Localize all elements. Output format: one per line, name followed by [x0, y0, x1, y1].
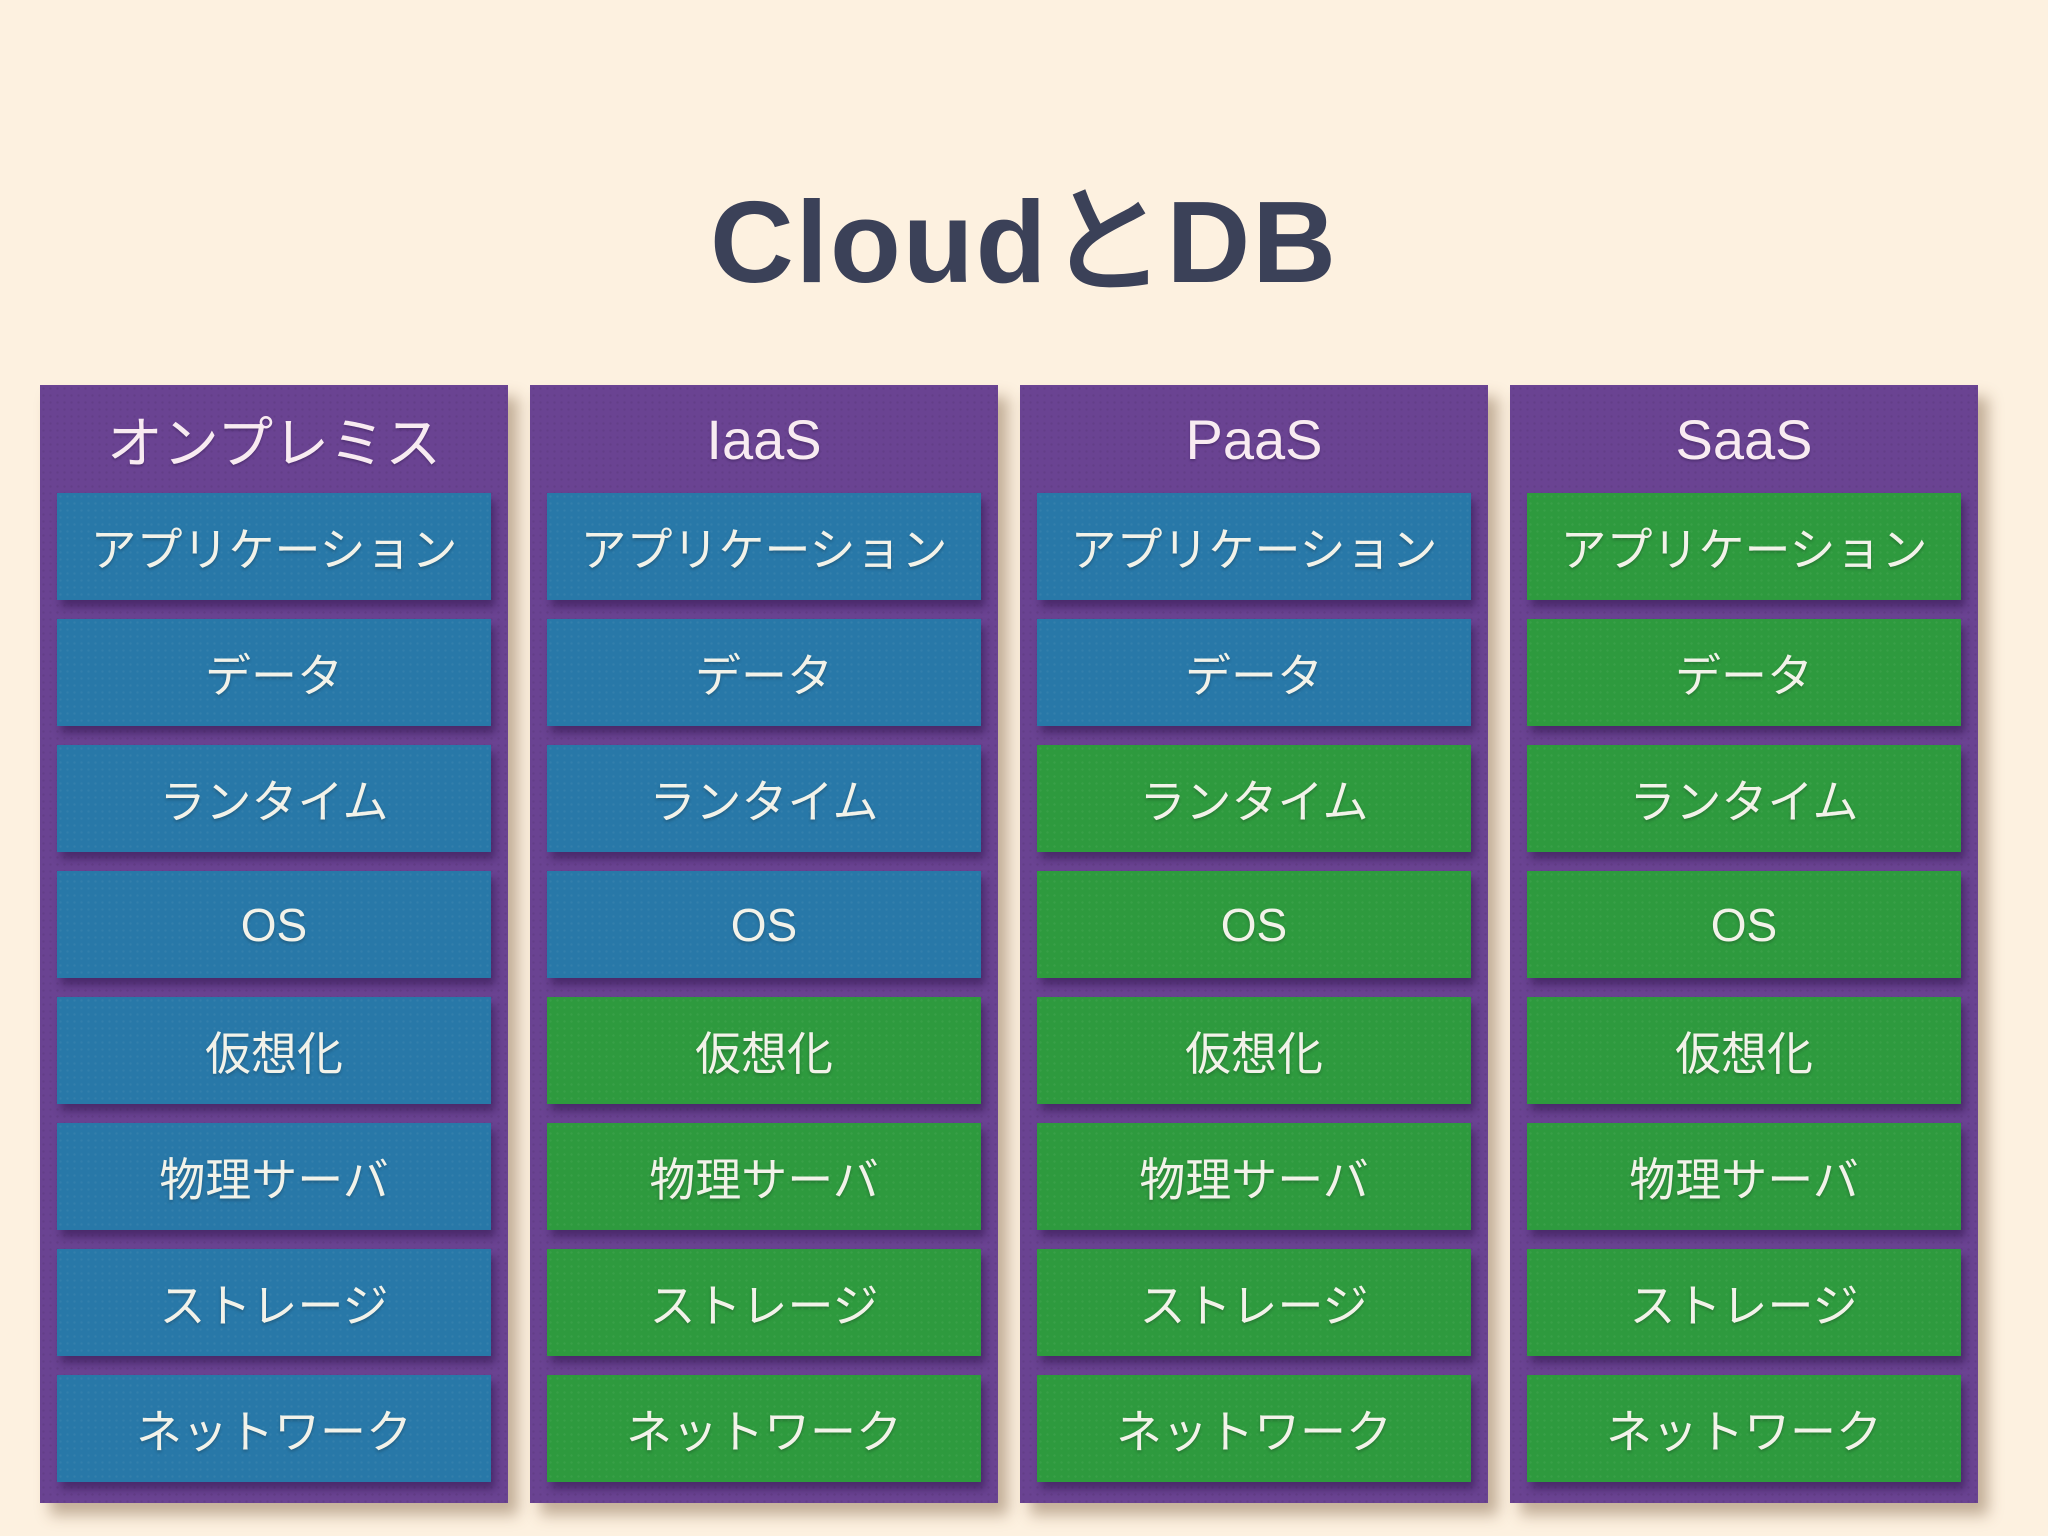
stack-diagram: オンプレミス アプリケーション データ ランタイム OS 仮想化 物理サーバ ス…	[40, 385, 1978, 1503]
layer-cell-label: データ	[695, 649, 833, 702]
layer-list: アプリケーション データ ランタイム OS 仮想化 物理サーバ ストレージ ネッ…	[1037, 493, 1471, 1482]
layer-cell-label: アプリケーション	[580, 523, 948, 576]
layer-cell-label: 仮想化	[1185, 1027, 1323, 1080]
layer-cell: アプリケーション	[1527, 493, 1961, 600]
layer-cell-label: ストレージ	[159, 1279, 389, 1332]
layer-cell: ランタイム	[57, 745, 491, 852]
layer-cell: 仮想化	[57, 997, 491, 1104]
layer-cell: ランタイム	[547, 745, 981, 852]
layer-cell: OS	[1037, 871, 1471, 978]
layer-cell: 仮想化	[1037, 997, 1471, 1104]
layer-cell-label: ネットワーク	[626, 1405, 902, 1458]
layer-cell: 物理サーバ	[57, 1123, 491, 1230]
layer-cell-label: ランタイム	[649, 775, 879, 828]
layer-cell-label: アプリケーション	[1560, 523, 1928, 576]
layer-cell: 仮想化	[547, 997, 981, 1104]
layer-cell-label: 仮想化	[1675, 1027, 1813, 1080]
column-header: PaaS	[1185, 407, 1323, 471]
layer-cell-label: 仮想化	[695, 1027, 833, 1080]
layer-cell: データ	[547, 619, 981, 726]
column-saas: SaaS アプリケーション データ ランタイム OS 仮想化 物理サーバ ストレ…	[1510, 385, 1978, 1503]
layer-cell-label: データ	[205, 649, 343, 702]
layer-cell-label: OS	[730, 898, 798, 951]
layer-cell-label: ランタイム	[159, 775, 389, 828]
layer-cell: OS	[57, 871, 491, 978]
layer-cell-label: 物理サーバ	[1629, 1153, 1859, 1206]
layer-cell: ランタイム	[1037, 745, 1471, 852]
layer-cell-label: 物理サーバ	[649, 1153, 879, 1206]
layer-cell: ストレージ	[547, 1249, 981, 1356]
layer-cell: ストレージ	[1037, 1249, 1471, 1356]
layer-cell-label: ストレージ	[1139, 1279, 1369, 1332]
layer-list: アプリケーション データ ランタイム OS 仮想化 物理サーバ ストレージ ネッ…	[1527, 493, 1961, 1482]
layer-cell-label: OS	[240, 898, 308, 951]
layer-cell-label: OS	[1710, 898, 1778, 951]
layer-cell-label: ネットワーク	[136, 1405, 412, 1458]
layer-cell: アプリケーション	[1037, 493, 1471, 600]
page-title: CloudとDB	[709, 177, 1339, 307]
layer-cell: ストレージ	[1527, 1249, 1961, 1356]
column-on-premises: オンプレミス アプリケーション データ ランタイム OS 仮想化 物理サーバ ス…	[40, 385, 508, 1503]
layer-cell: 物理サーバ	[547, 1123, 981, 1230]
layer-cell-label: OS	[1220, 898, 1288, 951]
layer-cell-label: ランタイム	[1139, 775, 1369, 828]
layer-cell-label: ストレージ	[649, 1279, 879, 1332]
layer-cell: ネットワーク	[547, 1375, 981, 1482]
layer-cell-label: アプリケーション	[90, 523, 458, 576]
layer-cell: データ	[1527, 619, 1961, 726]
column-header: オンプレミス	[106, 411, 442, 475]
layer-cell-label: 物理サーバ	[1139, 1153, 1369, 1206]
layer-cell: アプリケーション	[57, 493, 491, 600]
layer-cell-label: ネットワーク	[1116, 1405, 1392, 1458]
layer-cell: 物理サーバ	[1037, 1123, 1471, 1230]
layer-cell-label: 物理サーバ	[159, 1153, 389, 1206]
layer-cell-label: ランタイム	[1629, 775, 1859, 828]
layer-cell: ランタイム	[1527, 745, 1961, 852]
layer-cell: 仮想化	[1527, 997, 1961, 1104]
column-paas: PaaS アプリケーション データ ランタイム OS 仮想化 物理サーバ ストレ…	[1020, 385, 1488, 1503]
layer-cell-label: アプリケーション	[1070, 523, 1438, 576]
layer-cell-label: 仮想化	[205, 1027, 343, 1080]
layer-cell: OS	[1527, 871, 1961, 978]
layer-cell-label: データ	[1185, 649, 1323, 702]
layer-cell: ストレージ	[57, 1249, 491, 1356]
layer-cell: データ	[57, 619, 491, 726]
layer-cell-label: ストレージ	[1629, 1279, 1859, 1332]
layer-cell: データ	[1037, 619, 1471, 726]
layer-cell: OS	[547, 871, 981, 978]
layer-cell: ネットワーク	[1037, 1375, 1471, 1482]
layer-list: アプリケーション データ ランタイム OS 仮想化 物理サーバ ストレージ ネッ…	[57, 493, 491, 1482]
layer-cell: アプリケーション	[547, 493, 981, 600]
layer-cell-label: ネットワーク	[1606, 1405, 1882, 1458]
layer-cell: 物理サーバ	[1527, 1123, 1961, 1230]
layer-cell: ネットワーク	[57, 1375, 491, 1482]
column-iaas: IaaS アプリケーション データ ランタイム OS 仮想化 物理サーバ ストレ…	[530, 385, 998, 1503]
layer-cell-label: データ	[1675, 649, 1813, 702]
column-header: IaaS	[706, 407, 822, 471]
column-header: SaaS	[1675, 407, 1813, 471]
layer-list: アプリケーション データ ランタイム OS 仮想化 物理サーバ ストレージ ネッ…	[547, 493, 981, 1482]
layer-cell: ネットワーク	[1527, 1375, 1961, 1482]
